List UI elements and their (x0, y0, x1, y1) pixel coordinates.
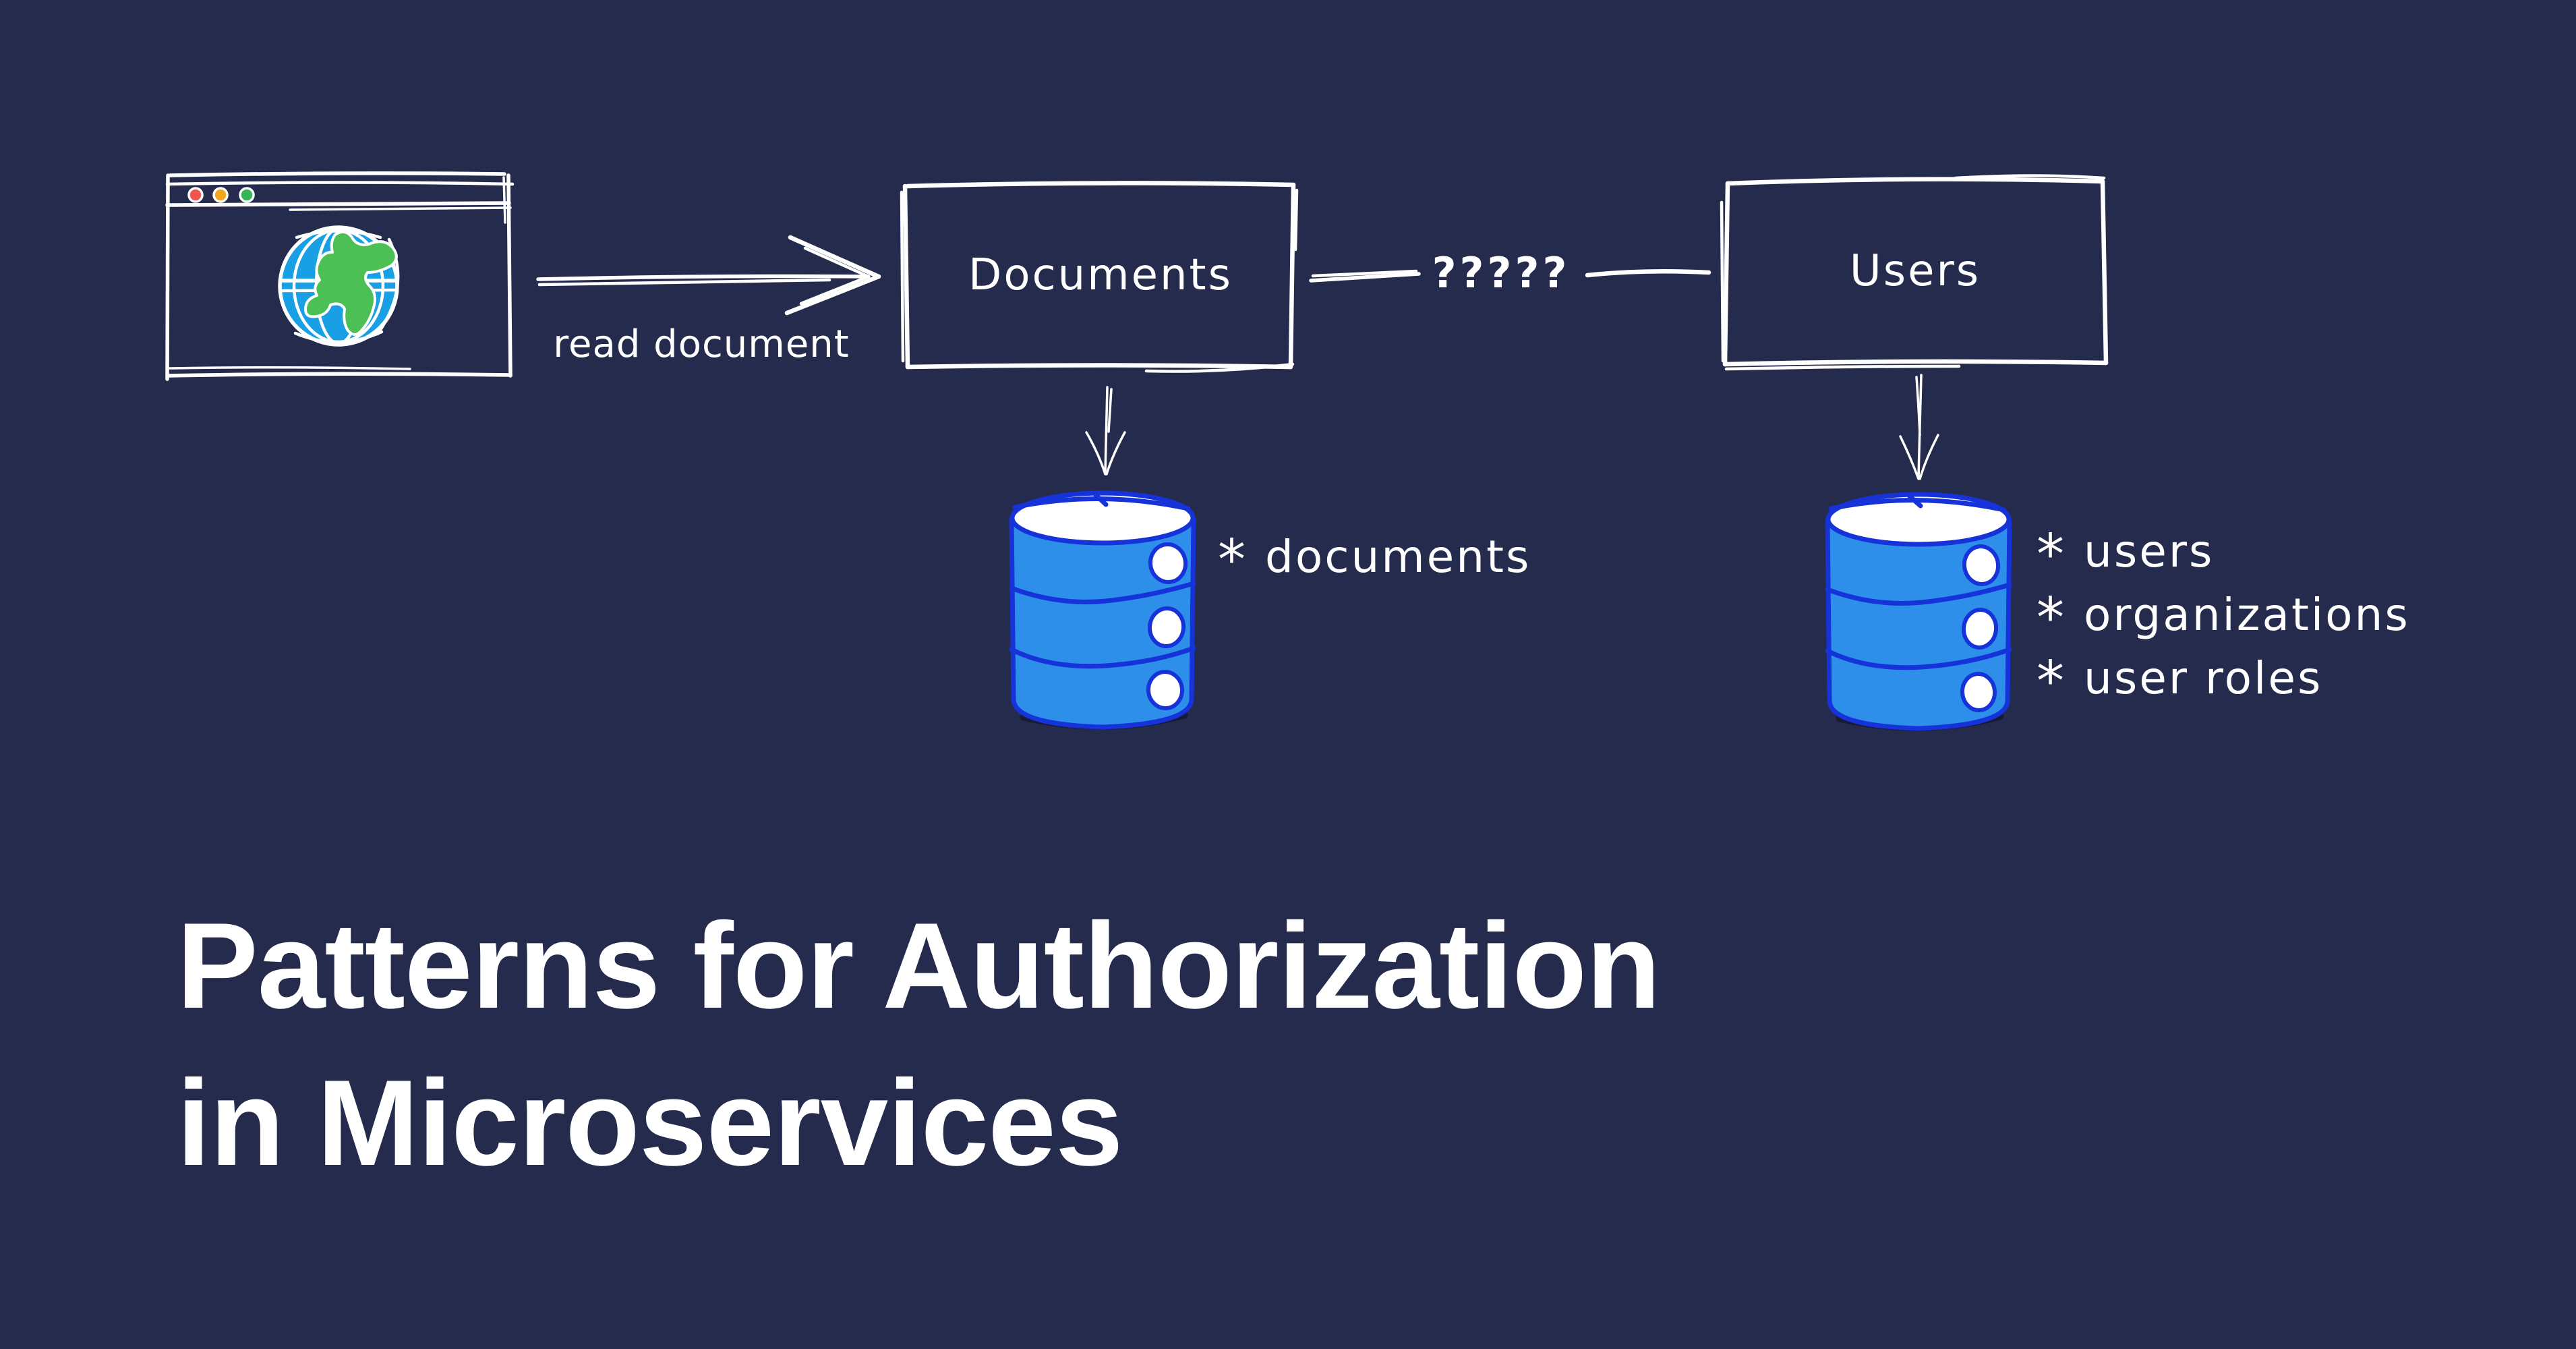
db-item-label: user roles (2084, 652, 2323, 704)
db-item-label: users (2084, 525, 2215, 577)
documents-service-box (900, 181, 1299, 373)
documents-box-label: Documents (968, 250, 1233, 300)
documents-db-item-list: * documents (1218, 525, 1531, 588)
documents-database-icon (1009, 490, 1196, 730)
relation-connector-left (1309, 269, 1421, 283)
browser-window (165, 171, 515, 381)
users-database-icon (1825, 492, 2012, 731)
traffic-light-green-icon (239, 187, 255, 203)
list-item: * user roles (2037, 650, 2323, 714)
globe-icon (278, 225, 400, 347)
db-item-label: organizations (2084, 588, 2410, 641)
documents-db-arrow (1085, 386, 1126, 476)
db-item-label: documents (1265, 530, 1531, 583)
relation-question-label: ????? (1432, 248, 1571, 297)
page-title-line-1: Patterns for Authorization (177, 898, 1661, 1034)
list-item: * users (2037, 523, 2215, 587)
list-item: * documents (1218, 528, 1531, 592)
page-title: Patterns for Authorization in Microservi… (177, 888, 1661, 1202)
read-document-arrow (536, 235, 881, 316)
users-db-item-list: * users * organizations * user roles (2037, 519, 2410, 710)
users-box-label: Users (1849, 246, 1981, 296)
traffic-light-yellow-icon (212, 187, 229, 203)
traffic-light-red-icon (187, 187, 204, 203)
list-item: * organizations (2037, 586, 2410, 650)
users-service-box (1720, 174, 2109, 371)
page-title-line-2: in Microservices (177, 1055, 1123, 1191)
relation-connector-right (1585, 268, 1711, 278)
users-db-arrow (1899, 374, 1939, 480)
read-document-label: read document (553, 322, 850, 366)
